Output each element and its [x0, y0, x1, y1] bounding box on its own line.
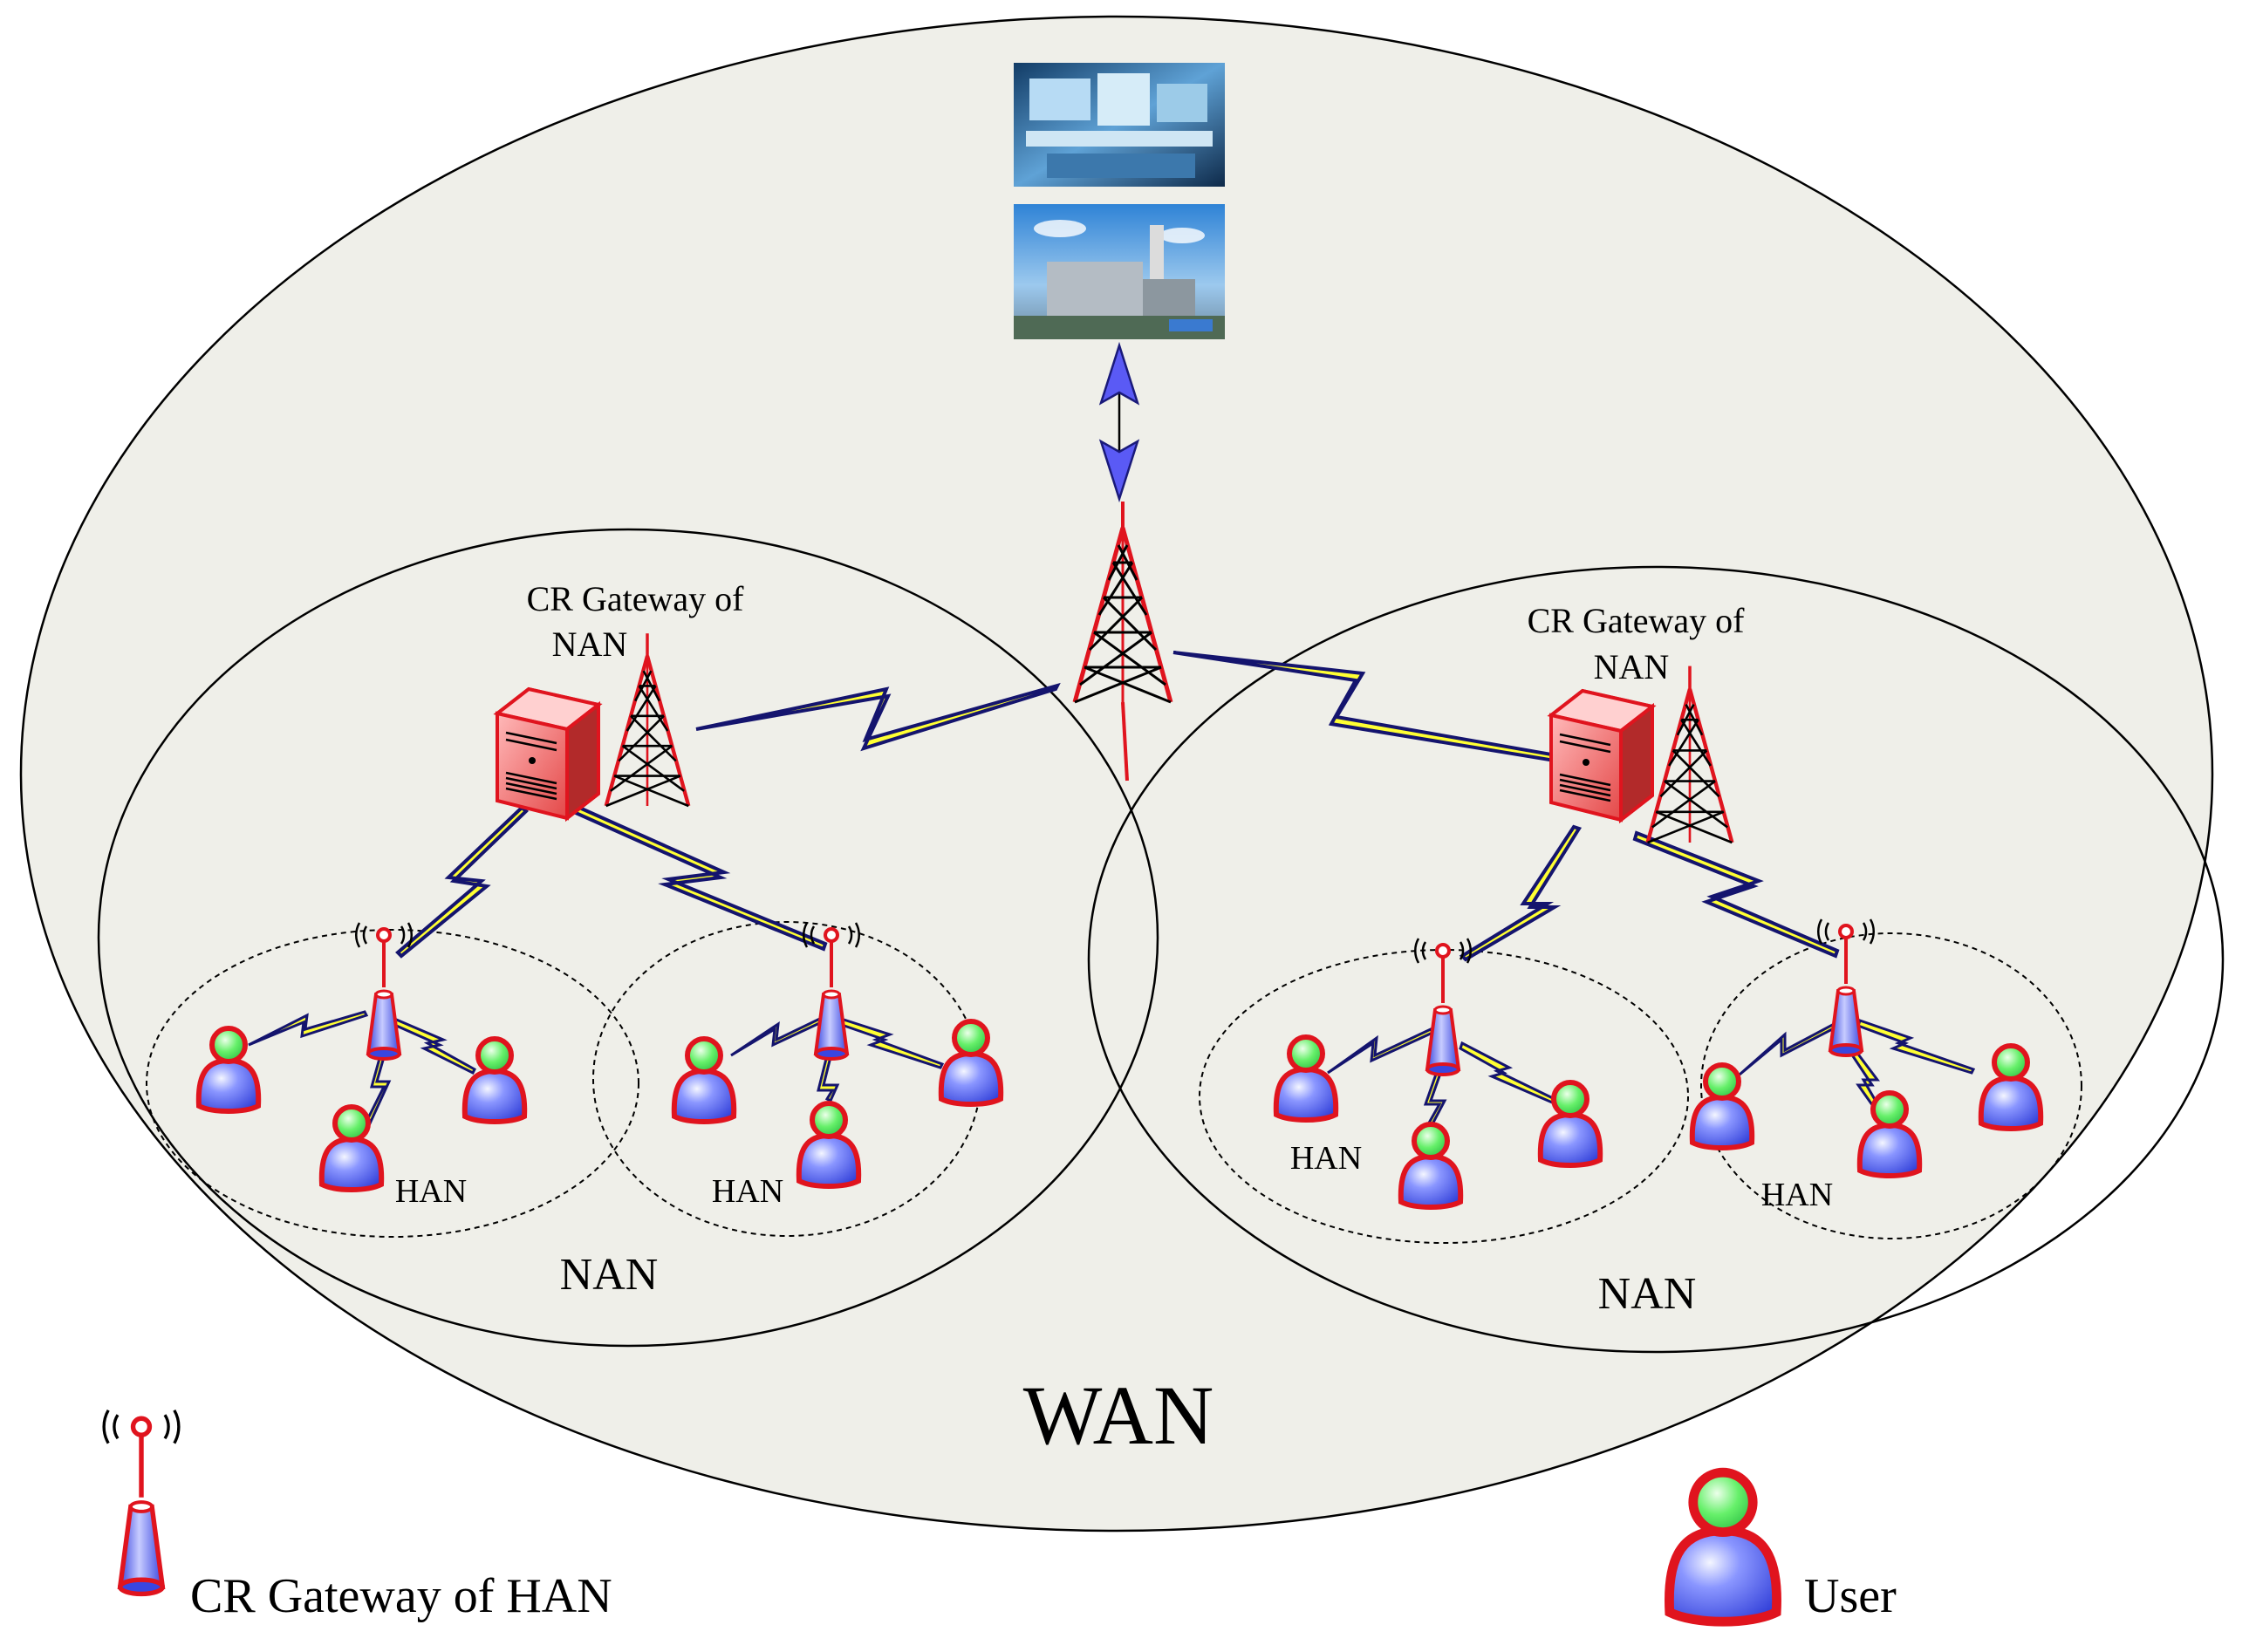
legend-han-gateway-label: CR Gateway of HAN [190, 1569, 612, 1623]
wireless-link-nan-left-to-han-1 [395, 805, 530, 959]
han-link-2b [837, 1017, 945, 1069]
cr-gateway-nan-left-label-line2: NAN [552, 625, 628, 664]
han-link-4b [1856, 1019, 1976, 1075]
wan-label: WAN [1023, 1369, 1214, 1462]
han-region-1 [146, 929, 639, 1238]
han-link-1b [391, 1016, 476, 1075]
cr-gateway-nan-right-label-line1: CR Gateway of [1528, 601, 1746, 640]
nan-left-server-icon [496, 687, 600, 820]
han-region-4 [1700, 932, 2082, 1239]
han-label-3: HAN [1290, 1140, 1362, 1177]
han-label-1: HAN [395, 1173, 467, 1210]
han-link-2c [817, 1053, 840, 1103]
nan-left-region [97, 528, 1159, 1348]
wan-region [19, 15, 2214, 1533]
legend-user-icon [1669, 1472, 1776, 1621]
han-link-1a [248, 1010, 369, 1047]
legend-han-gateway-icon [104, 1410, 179, 1594]
control-room-photo [1014, 63, 1225, 187]
data-flow-arrow [1098, 341, 1140, 503]
nan-right-server-icon [1549, 689, 1654, 822]
wireless-link-wan-to-nan-left [695, 682, 1061, 752]
han-label-4: HAN [1761, 1177, 1833, 1213]
han-label-2: HAN [712, 1173, 783, 1210]
legend-user-label: User [1804, 1569, 1897, 1623]
legend-han-gateway: CR Gateway of HAN [104, 1410, 612, 1623]
nan-left-label: NAN [560, 1250, 659, 1300]
wireless-link-nan-right-to-han-4 [1632, 830, 1840, 959]
nan-right-region [1087, 565, 2225, 1354]
legend-user: User [1669, 1472, 1897, 1623]
cr-gateway-nan-right-label-line2: NAN [1594, 647, 1670, 686]
wireless-link-nan-left-to-han-2 [573, 804, 828, 952]
cr-gateway-nan-left-label-line1: CR Gateway of [527, 579, 745, 618]
power-plant-photo [1014, 204, 1225, 339]
nan-right-label: NAN [1598, 1269, 1697, 1319]
